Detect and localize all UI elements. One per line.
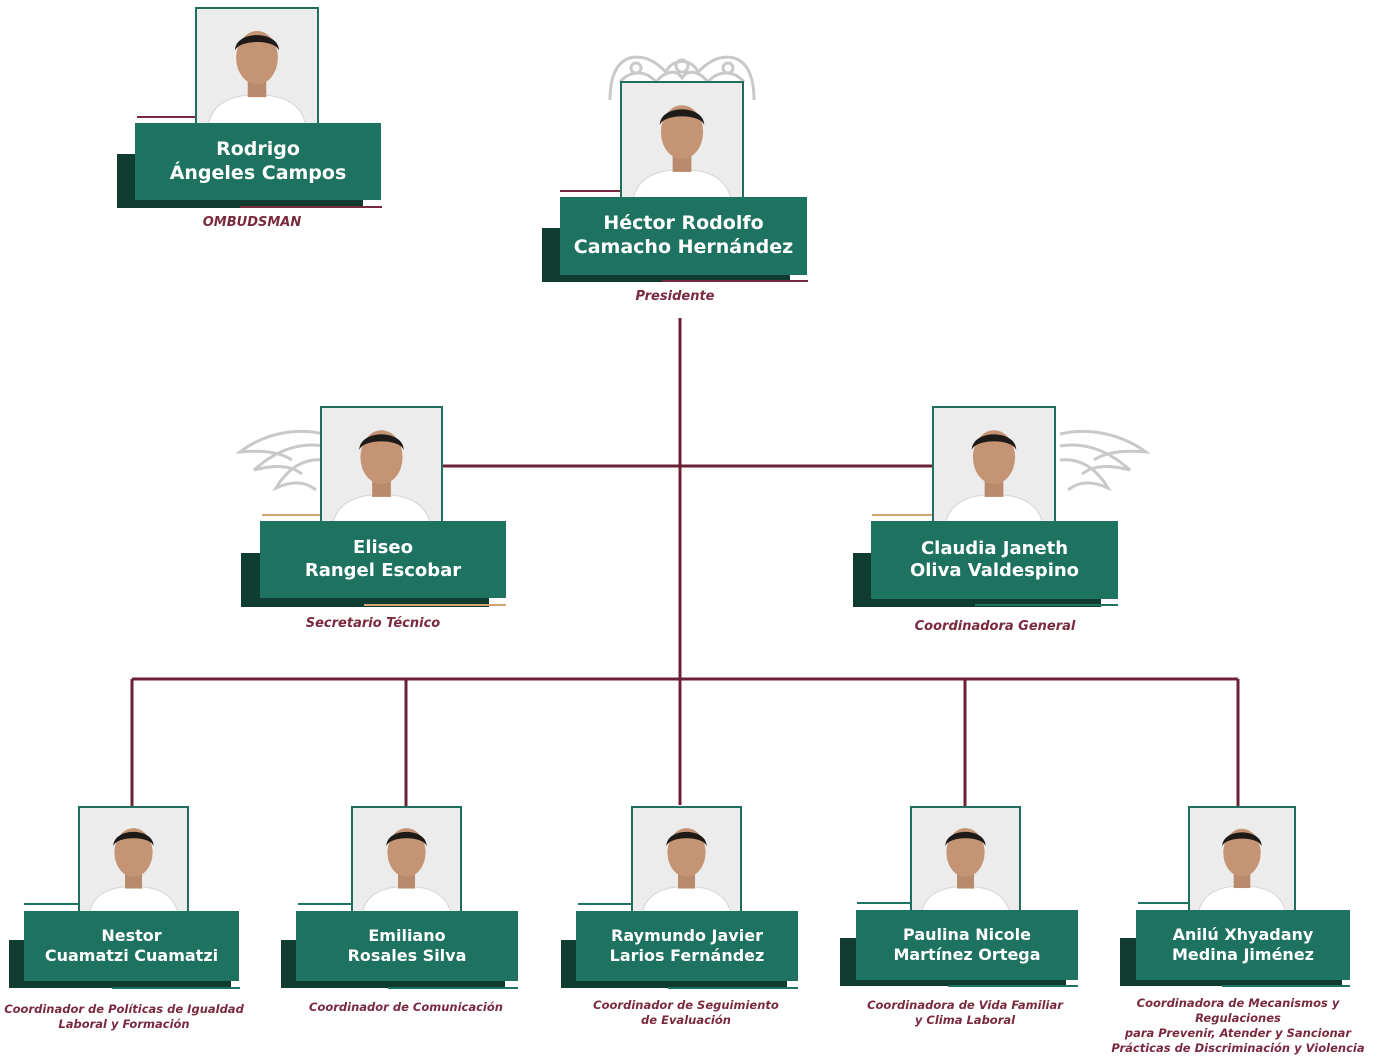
accent-rule <box>112 987 240 989</box>
role-label: Coordinadora de Mecanismos y Regulacione… <box>1092 996 1384 1056</box>
role-line-1: Coordinador de Políticas de Igualdad <box>4 1002 244 1016</box>
name-plate: Raymundo Javier Larios Fernández <box>576 911 798 981</box>
role-line-1: Coordinador de Seguimiento <box>593 998 779 1012</box>
accent-rule <box>668 987 798 989</box>
name-line-1: Eliseo <box>353 537 413 558</box>
accent-rule <box>240 206 382 208</box>
name-line-2: Camacho Hernández <box>573 236 794 258</box>
role-line-2: de Evaluación <box>641 1012 731 1027</box>
name-plate: Emiliano Rosales Silva <box>296 911 518 981</box>
role-line-1: Coordinadora de Mecanismos y Regulacione… <box>1136 996 1340 1025</box>
name-line-1: Rodrigo <box>216 137 300 160</box>
name-line-1: Claudia Janeth <box>920 537 1069 559</box>
accent-rule <box>975 604 1118 606</box>
name-plate: Rodrigo Ángeles Campos <box>135 123 381 200</box>
accent-rule <box>262 514 322 516</box>
avatar <box>320 406 443 527</box>
name-line-2: Medina Jiménez <box>1172 945 1314 964</box>
role-label: Presidente <box>635 289 715 304</box>
role-label: Coordinador de Comunicación <box>290 1000 522 1015</box>
eagle-wing-left-ornament <box>236 429 325 492</box>
name-line-1: Raymundo Javier <box>611 926 763 945</box>
accent-rule <box>560 190 622 192</box>
accent-rule <box>298 903 354 905</box>
name-line-1: Nestor <box>101 926 162 945</box>
role-label: Coordinador de Políticas de Igualdad Lab… <box>2 1002 246 1032</box>
role-line-2: para Prevenir, Atender y Sancionar <box>1124 1025 1352 1040</box>
avatar <box>78 806 189 916</box>
name-plate: Eliseo Rangel Escobar <box>260 521 506 598</box>
name-line-1: Héctor Rodolfo <box>603 212 764 235</box>
accent-rule <box>857 902 913 904</box>
eagle-wing-right-ornament <box>1059 429 1150 492</box>
accent-rule <box>872 514 934 516</box>
role-line-2: Laboral y Formación <box>58 1016 190 1031</box>
name-line-2: Rosales Silva <box>347 946 467 965</box>
accent-rule <box>662 280 808 282</box>
role-label: Coordinador de Seguimiento de Evaluación <box>572 998 800 1028</box>
avatar <box>1188 806 1296 916</box>
avatar <box>620 81 744 202</box>
name-plate: Anilú Xhyadany Medina Jiménez <box>1136 910 1350 980</box>
name-line-1: Emiliano <box>368 926 446 945</box>
accent-rule <box>578 903 634 905</box>
role-label: Secretario Técnico <box>305 616 441 631</box>
avatar <box>631 806 742 916</box>
avatar <box>932 406 1056 527</box>
accent-rule <box>364 604 506 606</box>
accent-rule <box>948 985 1078 987</box>
role-line-1: Coordinadora de Vida Familiar <box>867 998 1063 1012</box>
name-plate: Héctor Rodolfo Camacho Hernández <box>560 197 807 275</box>
crown-ornament <box>608 55 756 101</box>
name-plate: Paulina Nicole Martínez Ortega <box>856 910 1078 980</box>
accent-rule <box>388 987 518 989</box>
role-label: Coordinadora General <box>914 619 1076 634</box>
name-line-1: Paulina Nicole <box>903 925 1031 944</box>
name-line-2: Martínez Ortega <box>893 945 1041 964</box>
name-line-2: Rangel Escobar <box>304 559 462 581</box>
name-line-2: Ángeles Campos <box>169 161 347 184</box>
name-line-2: Cuamatzi Cuamatzi <box>44 946 219 965</box>
role-line-1: Coordinador de Comunicación <box>309 1000 503 1014</box>
name-plate: Nestor Cuamatzi Cuamatzi <box>24 911 239 981</box>
accent-rule <box>1222 985 1350 987</box>
name-line-1: Anilú Xhyadany <box>1172 925 1314 944</box>
role-line-2: y Clima Laboral <box>914 1012 1016 1027</box>
accent-rule <box>137 116 197 118</box>
role-label: Coordinadora de Vida Familiar y Clima La… <box>850 998 1080 1028</box>
avatar <box>195 7 319 127</box>
avatar <box>910 806 1021 916</box>
name-line-2: Larios Fernández <box>609 946 765 965</box>
accent-rule <box>24 903 80 905</box>
role-label: OMBUDSMAN <box>202 215 302 230</box>
name-line-2: Oliva Valdespino <box>909 560 1080 581</box>
name-plate: Claudia Janeth Oliva Valdespino <box>871 521 1118 599</box>
avatar <box>351 806 462 916</box>
accent-rule <box>1138 902 1190 904</box>
role-line-3: Prácticas de Discriminación y Violencia <box>1111 1040 1365 1055</box>
